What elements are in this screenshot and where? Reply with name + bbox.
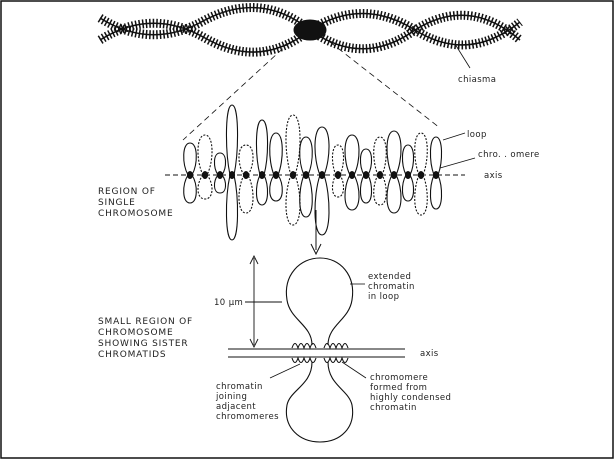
- joining-label-line4: chromomeres: [216, 412, 279, 422]
- joining-label-line2: joining: [215, 392, 247, 402]
- chromomere-label: chro. . omere: [478, 150, 540, 160]
- condensed-label-line3: highly condensed: [370, 393, 451, 403]
- small-region-line2: CHROMOSOME: [98, 328, 174, 338]
- small-region-line3: SHOWING SISTER: [98, 339, 188, 349]
- extended-label-line2: chromatin: [368, 282, 415, 292]
- region-label-line2: SINGLE: [98, 198, 136, 208]
- scale-bar-label: 10 µm: [214, 298, 243, 308]
- loop-label: loop: [467, 130, 487, 140]
- condensed-label-line1: chromomere: [370, 373, 428, 383]
- condensed-label-line4: chromatin: [370, 403, 417, 413]
- joining-label-line1: chromatin: [216, 382, 263, 392]
- region-label-line3: CHROMOSOME: [98, 209, 174, 219]
- small-region-line1: SMALL REGION OF: [98, 317, 193, 327]
- extended-label-line3: in loop: [368, 292, 399, 302]
- chiasma-label: chiasma: [458, 75, 496, 85]
- chiasma-knot: [294, 20, 326, 40]
- axis-label-bottom: axis: [420, 349, 439, 359]
- condensed-label-line2: formed from: [370, 383, 427, 393]
- region-label-line1: REGION OF: [98, 187, 156, 197]
- joining-label-line3: adjacent: [216, 402, 256, 412]
- extended-label-line1: extended: [368, 272, 411, 282]
- axis-label-top: axis: [484, 171, 503, 181]
- small-region-line4: CHROMATIDS: [98, 350, 166, 360]
